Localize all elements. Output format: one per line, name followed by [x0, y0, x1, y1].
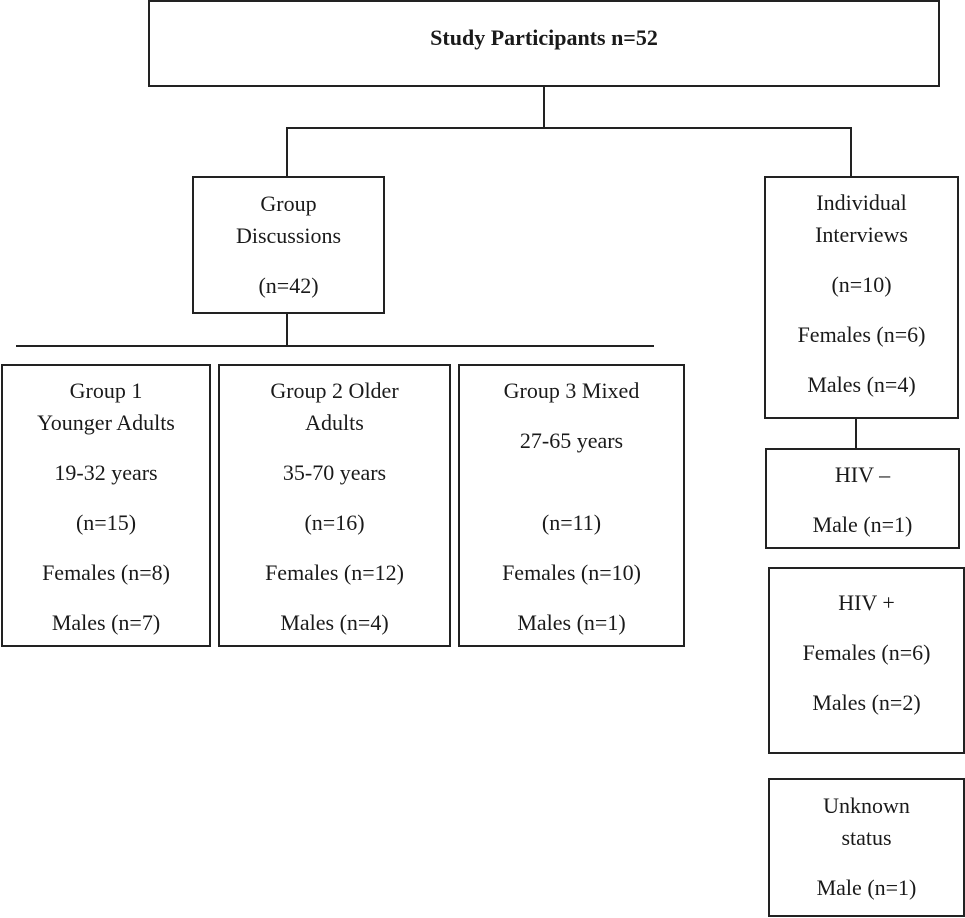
unknown-status-line2: status	[841, 825, 892, 850]
group-3-males: Males (n=1)	[517, 610, 626, 635]
group-1-line2: Younger Adults	[37, 410, 175, 435]
connector-to-group-discussions	[286, 127, 288, 176]
study-participants-title: Study Participants n=52	[430, 25, 658, 50]
hiv-negative-label: HIV –	[834, 462, 891, 487]
connector-interviews-to-hiv	[855, 418, 857, 449]
hiv-positive-box: HIV + Females (n=6) Males (n=2)	[768, 567, 965, 754]
group-3-age: 27-65 years	[519, 428, 624, 453]
unknown-status-box: Unknown status Male (n=1)	[768, 778, 965, 917]
connector-groups-horizontal	[16, 345, 654, 347]
individual-interviews-box: Individual Interviews (n=10) Females (n=…	[764, 176, 959, 419]
group-discussions-line1: Group	[260, 191, 317, 216]
group-1-males: Males (n=7)	[51, 610, 161, 635]
group-1-count: (n=15)	[75, 510, 137, 535]
hiv-positive-males: Males (n=2)	[812, 690, 921, 715]
group-2-line1: Group 2 Older	[270, 378, 399, 403]
group-2-count: (n=16)	[304, 510, 365, 535]
group-2-males: Males (n=4)	[280, 610, 389, 635]
group-2-age: 35-70 years	[282, 460, 387, 485]
individual-interviews-males: Males (n=4)	[807, 372, 916, 397]
individual-interviews-line1: Individual	[816, 190, 907, 215]
individual-interviews-females: Females (n=6)	[797, 322, 926, 347]
individual-interviews-count: (n=10)	[831, 272, 892, 297]
group-discussions-box: Group Discussions (n=42)	[192, 176, 385, 314]
group-3-box: Group 3 Mixed 27-65 years (n=11) Females…	[458, 364, 685, 647]
group-1-box: Group 1 Younger Adults 19-32 years (n=15…	[1, 364, 211, 647]
group-2-line2: Adults	[305, 410, 364, 435]
group-2-females: Females (n=12)	[265, 560, 404, 585]
connector-group-discussions-down	[286, 313, 288, 347]
group-1-line1: Group 1	[69, 378, 143, 403]
unknown-status-line1: Unknown	[823, 793, 910, 818]
connector-root-down	[543, 86, 545, 128]
study-participants-box: Study Participants n=52	[148, 0, 940, 87]
unknown-status-males: Male (n=1)	[816, 875, 917, 900]
hiv-positive-label: HIV +	[838, 590, 895, 615]
hiv-positive-females: Females (n=6)	[802, 640, 931, 665]
group-discussions-count: (n=42)	[258, 273, 319, 298]
group-3-females: Females (n=10)	[502, 560, 641, 585]
group-discussions-line2: Discussions	[235, 223, 342, 248]
group-2-box: Group 2 Older Adults 35-70 years (n=16) …	[218, 364, 451, 647]
group-3-line1: Group 3 Mixed	[503, 378, 640, 403]
connector-to-individual-interviews	[850, 127, 852, 176]
individual-interviews-line2: Interviews	[815, 222, 908, 247]
group-1-age: 19-32 years	[54, 460, 158, 485]
hiv-negative-males: Male (n=1)	[812, 512, 913, 537]
connector-top-horizontal	[286, 127, 852, 129]
hiv-negative-box: HIV – Male (n=1)	[765, 448, 960, 549]
group-1-females: Females (n=8)	[42, 560, 170, 585]
group-3-count: (n=11)	[541, 510, 602, 535]
